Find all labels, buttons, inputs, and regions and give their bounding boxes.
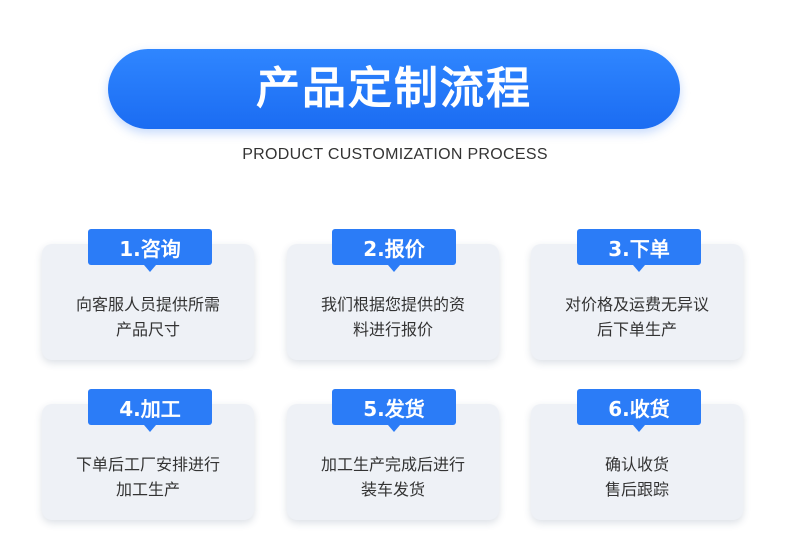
step-tag-order: 3.下单 [577, 229, 701, 272]
step-description: 下单后工厂安排进行 加工生产 [50, 452, 246, 502]
step-description-line: 加工生产完成后进行 [320, 455, 465, 474]
step-description-line: 售后跟踪 [604, 480, 669, 499]
step-description-line: 下单后工厂安排进行 [75, 455, 220, 474]
step-description: 确认收货 售后跟踪 [539, 452, 735, 502]
step-description-line: 产品尺寸 [115, 320, 180, 339]
page-subtitle: PRODUCT CUSTOMIZATION PROCESS [242, 146, 548, 163]
step-tag-process: 4.加工 [88, 389, 212, 432]
step-description-line: 我们根据您提供的资 [320, 295, 465, 314]
step-description-line: 装车发货 [360, 480, 425, 499]
step-description-line: 加工生产 [115, 480, 180, 499]
step-description-line: 对价格及运费无异议 [564, 295, 709, 314]
step-description: 向客服人员提供所需 产品尺寸 [50, 292, 246, 342]
step-description-line: 确认收货 [604, 455, 669, 474]
step-description: 加工生产完成后进行 装车发货 [295, 452, 491, 502]
title-banner: 产品定制流程 [108, 49, 680, 129]
step-description-line: 料进行报价 [352, 320, 433, 339]
step-description-line: 向客服人员提供所需 [75, 295, 220, 314]
step-tag-receive: 6.收货 [577, 389, 701, 432]
step-tag-consult: 1.咨询 [88, 229, 212, 272]
step-description-line: 后下单生产 [596, 320, 677, 339]
page-title: 产品定制流程 [256, 63, 532, 114]
step-description: 对价格及运费无异议 后下单生产 [539, 292, 735, 342]
step-card-quote: 我们根据您提供的资 料进行报价 [287, 244, 499, 360]
step-tag-ship: 5.发货 [332, 389, 456, 432]
step-tag-quote: 2.报价 [332, 229, 456, 272]
step-description: 我们根据您提供的资 料进行报价 [295, 292, 491, 342]
